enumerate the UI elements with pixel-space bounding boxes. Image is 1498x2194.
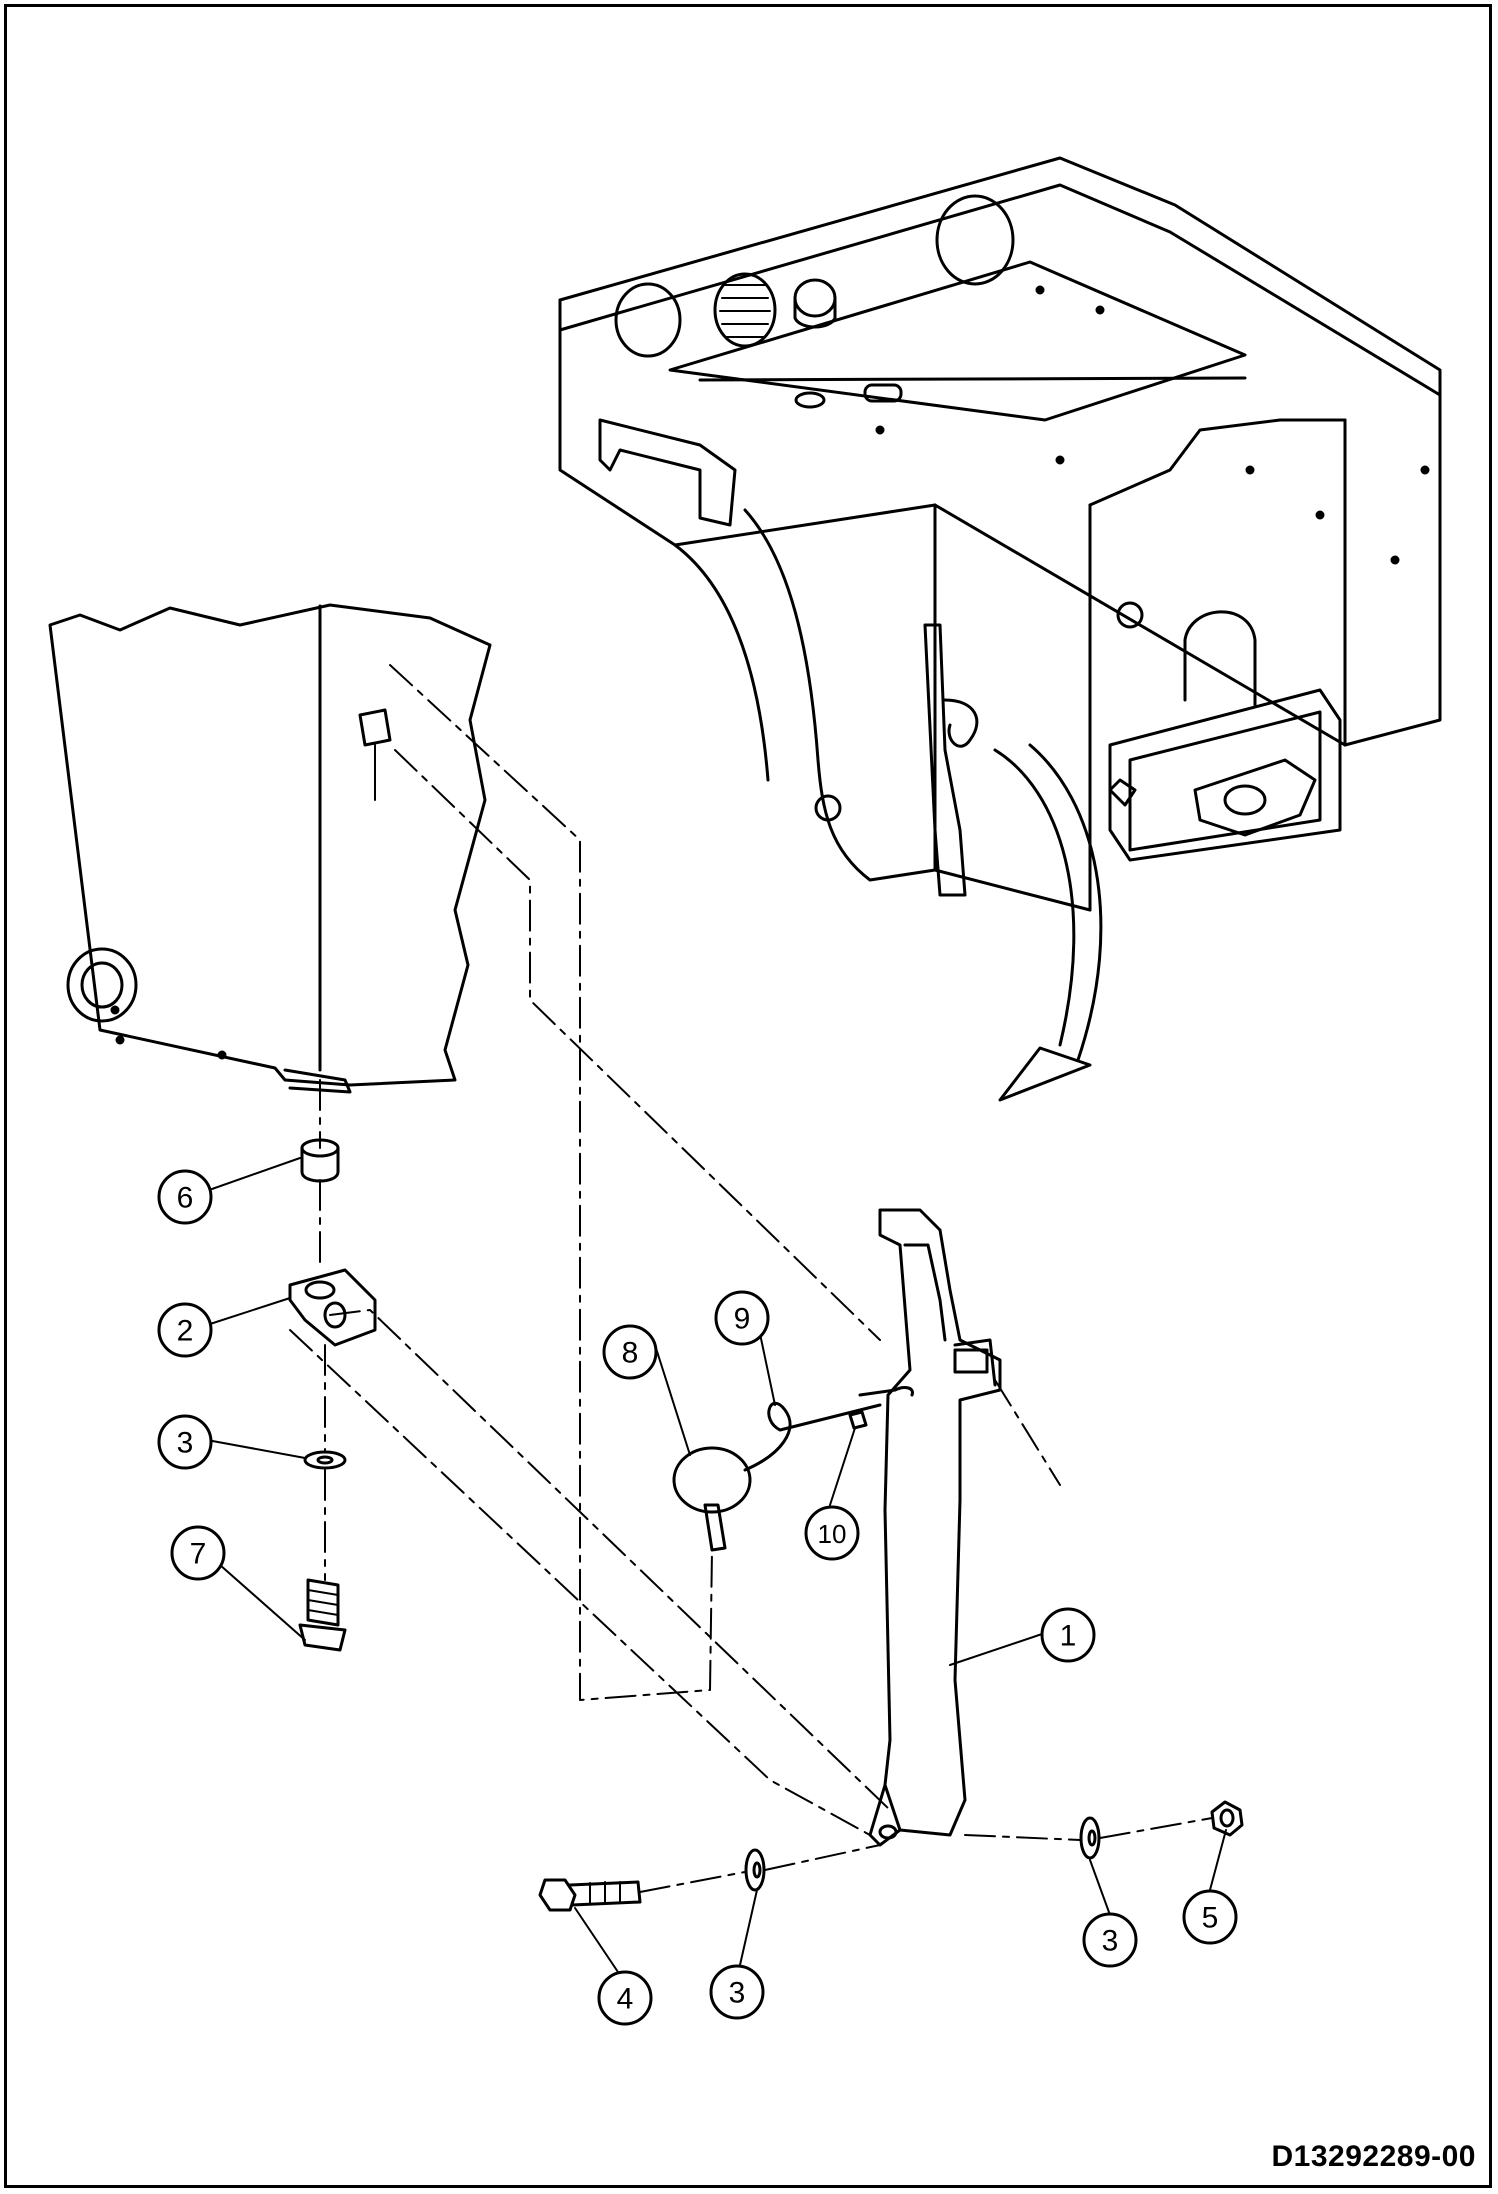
callout-3-bottom: 3 [709, 1964, 765, 2020]
washer-part-3-left [303, 1450, 347, 1470]
bolt-part-4 [538, 1878, 642, 1912]
lever-bracket-part-1 [868, 1208, 1002, 1847]
svg-text:1: 1 [1060, 1620, 1077, 1653]
callout-balloons: 1 2 3 3 3 4 5 6 [157, 1169, 1238, 2026]
lock-pin-part-8 [672, 1386, 915, 1552]
leader-lines [194, 1157, 1227, 1976]
svg-text:8: 8 [622, 1337, 639, 1370]
removal-direction-arrow [993, 743, 1103, 1102]
callout-5: 5 [1182, 1889, 1238, 1945]
callout-6: 6 [157, 1169, 213, 1225]
svg-text:5: 5 [1202, 1902, 1219, 1935]
callout-2: 2 [157, 1302, 213, 1358]
svg-text:3: 3 [1102, 1925, 1119, 1958]
svg-text:4: 4 [617, 1983, 634, 2016]
assembly-lines [289, 664, 1213, 1893]
drawing-border [4, 4, 1492, 2188]
side-panel [48, 603, 492, 1094]
callout-10: 10 [804, 1505, 860, 1561]
clamp-bracket-part-2 [288, 1268, 377, 1347]
drawing-id: D13292289-00 [1271, 2140, 1476, 2173]
svg-text:9: 9 [734, 1303, 751, 1336]
callout-3-right: 3 [1082, 1912, 1138, 1968]
bolt-part-7 [298, 1578, 347, 1652]
machine-frame [558, 156, 1442, 912]
callout-9: 9 [714, 1290, 770, 1346]
svg-text:3: 3 [177, 1427, 194, 1460]
washer-part-3-right [1079, 1816, 1101, 1860]
callout-3-left: 3 [157, 1414, 213, 1470]
svg-text:2: 2 [177, 1315, 194, 1348]
svg-text:3: 3 [729, 1977, 746, 2010]
callout-7: 7 [170, 1525, 226, 1581]
washer-part-3-bolt [744, 1848, 766, 1892]
callout-8: 8 [602, 1324, 658, 1380]
callout-1: 1 [1040, 1607, 1096, 1663]
svg-text:10: 10 [818, 1519, 847, 1549]
svg-text:6: 6 [177, 1182, 194, 1215]
svg-text:7: 7 [190, 1538, 207, 1571]
nut-part-5 [1210, 1800, 1244, 1837]
callout-4: 4 [597, 1970, 653, 2026]
